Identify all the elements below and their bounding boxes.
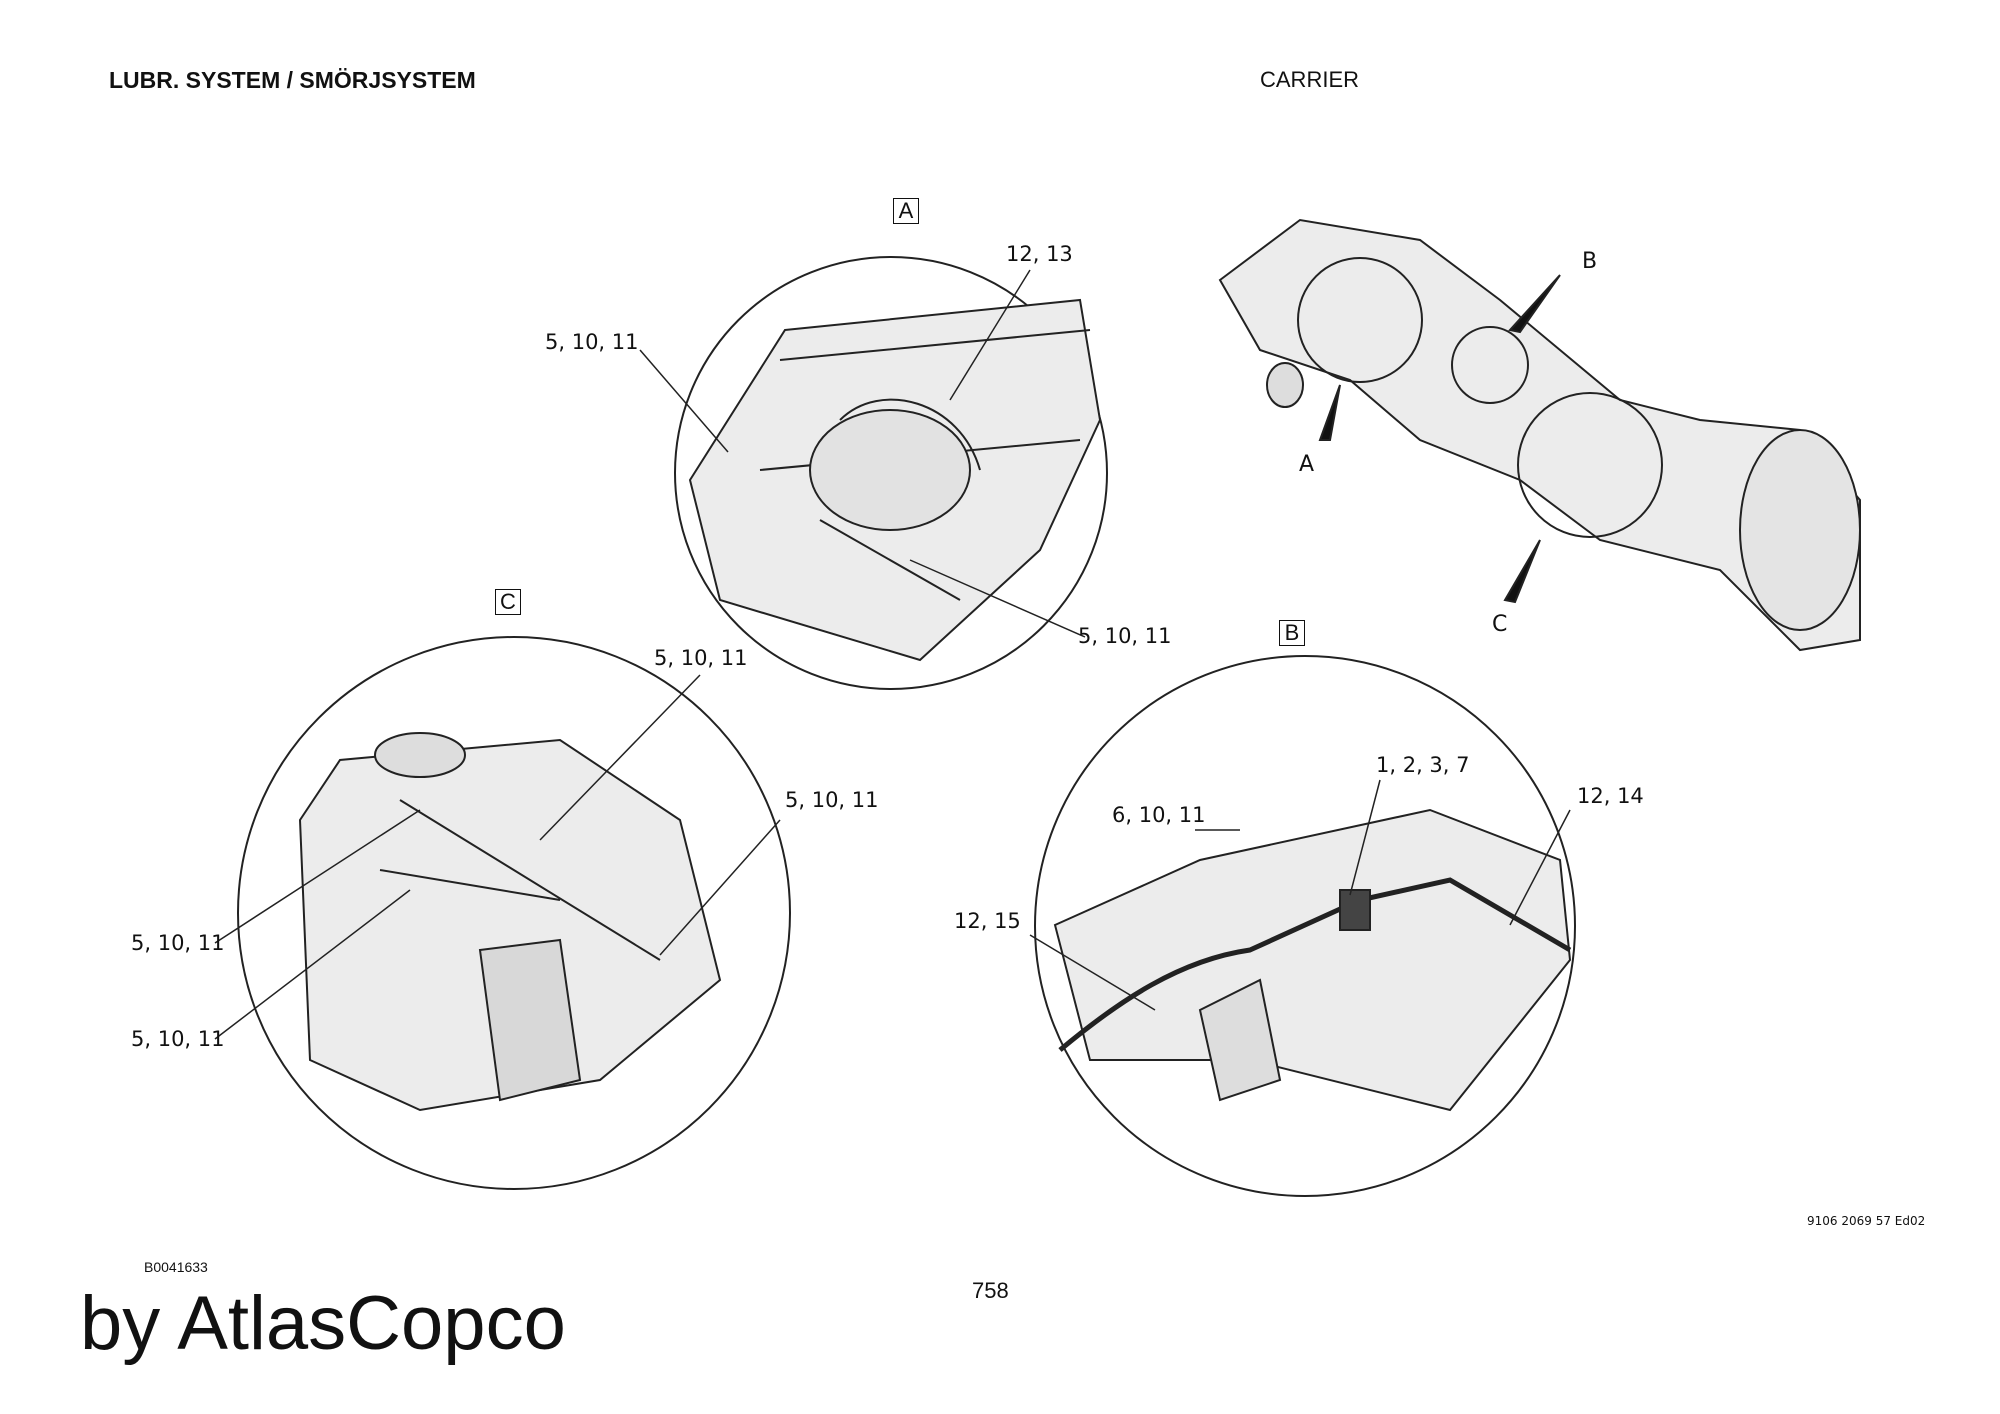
detail-b-label: B xyxy=(1279,620,1305,646)
document-number: 9106 2069 57 Ed02 xyxy=(1807,1214,1926,1228)
callout-c-4: 5, 10, 11 xyxy=(131,1027,225,1051)
overview-pointer-c: C xyxy=(1492,612,1508,637)
detail-b-circle xyxy=(1029,655,1576,1197)
page-number: 758 xyxy=(972,1278,1009,1303)
brand-watermark: by AtlasCopco xyxy=(80,1281,566,1366)
callout-c-1: 5, 10, 11 xyxy=(654,646,748,670)
callout-a-3: 5, 10, 11 xyxy=(1078,624,1172,648)
overview-pointer-a: A xyxy=(1299,452,1315,477)
callout-a-2: 5, 10, 11 xyxy=(545,330,639,354)
callout-c-2: 5, 10, 11 xyxy=(785,788,879,812)
overview-pointer-b: B xyxy=(1582,249,1598,274)
callout-b-3: 12, 14 xyxy=(1577,784,1644,808)
carrier-overview xyxy=(1218,218,1861,652)
callout-b-4: 12, 15 xyxy=(954,909,1021,933)
callout-b-2: 6, 10, 11 xyxy=(1112,803,1206,827)
callout-c-3: 5, 10, 11 xyxy=(131,931,225,955)
callout-b-1: 1, 2, 3, 7 xyxy=(1376,753,1470,777)
callout-a-1: 12, 13 xyxy=(1006,242,1073,266)
page-title: LUBR. SYSTEM / SMÖRJSYSTEM xyxy=(109,67,476,93)
figure-id: B0041633 xyxy=(144,1259,208,1275)
detail-a-circle xyxy=(639,256,1108,690)
section-label: CARRIER xyxy=(1260,67,1360,92)
detail-c-circle xyxy=(214,636,791,1190)
detail-a-label: A xyxy=(893,198,919,224)
detail-c-label: C xyxy=(495,589,521,615)
